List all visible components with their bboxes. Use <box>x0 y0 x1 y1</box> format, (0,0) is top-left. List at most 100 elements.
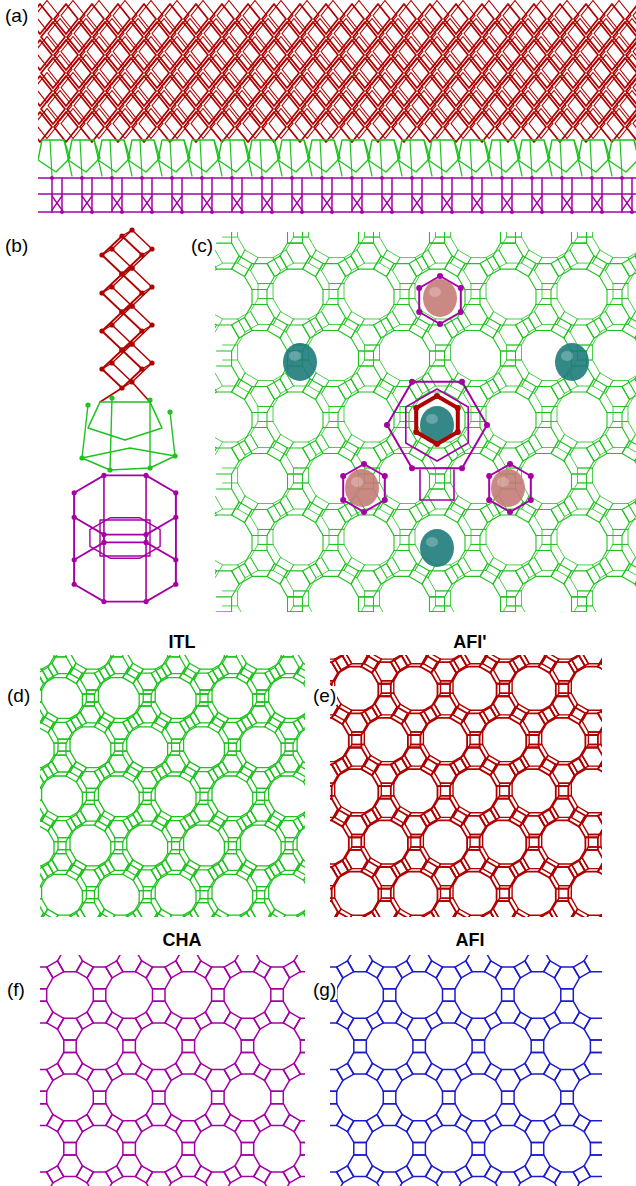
atom-dot <box>434 393 440 399</box>
bond-line <box>208 870 214 880</box>
bond-line <box>486 557 494 570</box>
ring-outline <box>269 1 293 31</box>
atom-dot <box>101 599 106 604</box>
bond-line <box>515 448 523 461</box>
ring-outline <box>451 109 475 139</box>
bond-line <box>322 557 330 570</box>
bond-line <box>471 406 486 407</box>
bond-line <box>428 373 436 386</box>
bond-line <box>534 503 542 516</box>
bond-line <box>570 319 578 332</box>
bond-line <box>322 503 330 516</box>
bond-line <box>436 482 451 483</box>
bond-line <box>40 772 44 782</box>
bond-line <box>542 544 557 545</box>
bond-line <box>258 283 273 284</box>
bond-line <box>571 473 586 474</box>
bond-line <box>273 503 281 516</box>
bond-line <box>410 140 412 176</box>
bond-line <box>273 258 281 271</box>
ring-outline <box>438 91 462 121</box>
bond-line <box>112 196 122 210</box>
ring-outline <box>557 386 613 442</box>
ring-outline <box>178 91 202 121</box>
bond-line <box>303 448 311 461</box>
ring-outline <box>338 515 394 571</box>
bond-line <box>309 496 317 509</box>
bond-line <box>344 381 352 394</box>
bond-line <box>463 557 471 570</box>
bond-line <box>309 496 317 509</box>
atom-dot <box>99 328 104 333</box>
bond-line <box>81 178 83 212</box>
bond-line <box>445 571 453 584</box>
bond-line <box>323 535 338 536</box>
bond-line <box>409 264 417 277</box>
bond-line <box>400 544 415 545</box>
bond-line <box>267 509 275 522</box>
bond-line <box>570 496 578 509</box>
atom-dot <box>129 303 134 308</box>
bond-line <box>557 381 565 394</box>
bond-line <box>66 821 72 831</box>
bond-line <box>82 196 92 210</box>
bond-line <box>304 913 305 917</box>
bond-line <box>635 325 636 338</box>
bond-line <box>628 434 636 447</box>
atom-dot <box>630 210 634 214</box>
ring-outline <box>557 509 613 565</box>
bond-line <box>536 535 551 536</box>
bond-line <box>515 325 523 338</box>
bond-line <box>82 196 92 210</box>
bond-line <box>436 482 451 483</box>
bond-line <box>542 298 557 299</box>
bond-line <box>613 406 628 407</box>
bond-line <box>532 196 542 210</box>
bond-line <box>168 743 180 744</box>
bond-line <box>521 373 529 386</box>
bond-line <box>400 283 415 284</box>
ring-outline <box>100 19 124 49</box>
bond-line <box>140 140 142 176</box>
bond-line <box>142 196 152 210</box>
ring-outline <box>238 232 294 258</box>
ring-outline <box>380 232 436 258</box>
ring-outline <box>191 73 215 103</box>
atom-dot <box>450 210 454 214</box>
atom-dot <box>528 473 534 479</box>
ring-outline <box>593 325 636 381</box>
atom-dot <box>150 210 154 214</box>
bond-line <box>463 503 471 516</box>
ring-outline <box>243 73 267 103</box>
bond-line <box>622 264 630 277</box>
bond-line <box>613 529 628 530</box>
bond-line <box>344 312 352 325</box>
bond-line <box>281 743 293 744</box>
bond-line <box>534 557 542 570</box>
ring-outline <box>489 464 531 512</box>
ring-outline <box>386 91 410 121</box>
bond-line <box>303 448 311 461</box>
ring-outline <box>217 73 241 103</box>
bond-line <box>262 196 272 210</box>
bond-line <box>380 565 388 578</box>
atom-dot <box>570 210 574 214</box>
bond-line <box>515 325 523 338</box>
bond-line <box>38 177 636 179</box>
bond-line <box>82 693 94 694</box>
bond-line <box>486 557 494 570</box>
bond-line <box>394 412 409 413</box>
bond-line <box>94 870 100 880</box>
bond-line <box>506 590 521 591</box>
bond-line <box>531 178 533 212</box>
bond-line <box>542 544 557 545</box>
bond-line <box>536 289 551 290</box>
bond-line <box>420 499 454 501</box>
bond-line <box>622 509 630 522</box>
bond-line <box>91 178 93 212</box>
bond-line <box>500 596 515 597</box>
ring-outline <box>415 263 471 319</box>
ring-outline <box>551 392 607 448</box>
ring-outline <box>338 269 394 325</box>
bond-line <box>400 298 415 299</box>
